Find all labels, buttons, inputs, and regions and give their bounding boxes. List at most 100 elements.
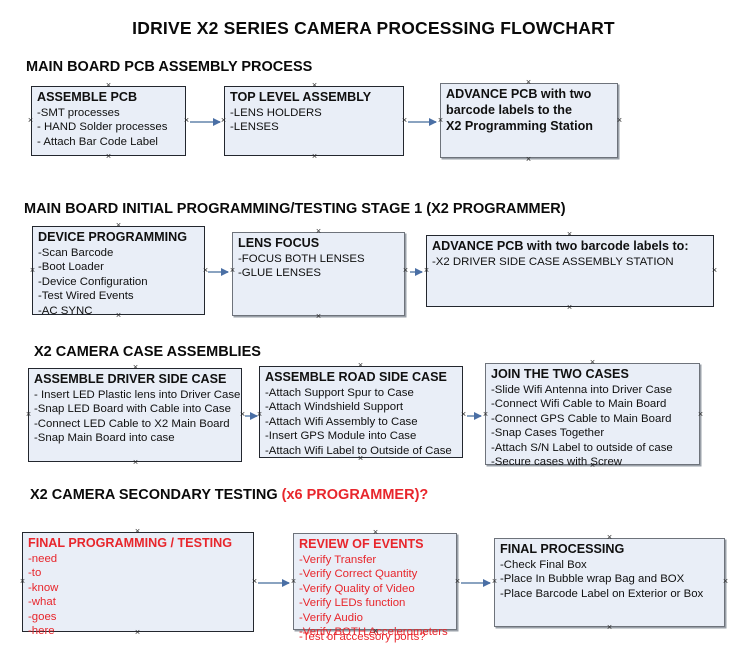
resize-handle-left[interactable] bbox=[27, 117, 34, 124]
node-line: -Place Barcode Label on Exterior or Box bbox=[500, 587, 704, 600]
resize-handle-right[interactable] bbox=[251, 578, 258, 585]
resize-handle-left[interactable] bbox=[229, 267, 236, 274]
node-line: -Connect Wifi Cable to Main Board bbox=[491, 398, 667, 411]
resize-handle-left[interactable] bbox=[25, 411, 32, 418]
node-title: FINAL PROGRAMMING / TESTING bbox=[28, 536, 233, 550]
resize-handle-left[interactable] bbox=[256, 411, 263, 418]
node-line: - Attach Bar Code Label bbox=[37, 135, 158, 148]
node-overflow-line: -Test of accessory ports? bbox=[299, 630, 426, 643]
page-title: IDRIVE X2 SERIES CAMERA PROCESSING FLOWC… bbox=[132, 18, 615, 38]
resize-handle-top[interactable] bbox=[134, 528, 141, 535]
node-line: -here bbox=[28, 625, 55, 638]
node-title: ADVANCE PCB with two bbox=[446, 87, 592, 101]
node-line: -Slide Wifi Antenna into Driver Case bbox=[491, 384, 673, 396]
node-line: -GLUE LENSES bbox=[238, 267, 321, 280]
resize-handle-bottom[interactable] bbox=[589, 462, 596, 469]
resize-handle-bottom[interactable] bbox=[606, 624, 613, 631]
node-line: -FOCUS BOTH LENSES bbox=[238, 253, 365, 265]
node-line: -goes bbox=[28, 610, 57, 623]
connector-arrow-4a bbox=[258, 578, 290, 587]
node-title: JOIN THE TWO CASES bbox=[491, 367, 629, 381]
resize-handle-top[interactable] bbox=[315, 228, 322, 235]
resize-handle-top[interactable] bbox=[357, 362, 364, 369]
node-title: REVIEW OF EVENTS bbox=[299, 537, 424, 551]
node-final-programming-testing[interactable]: FINAL PROGRAMMING / TESTING -need -to -k… bbox=[22, 532, 254, 637]
node-line: -to bbox=[28, 567, 42, 580]
resize-handle-left[interactable] bbox=[423, 267, 430, 274]
node-final-processing[interactable]: FINAL PROCESSING -Check Final Box -Place… bbox=[494, 538, 725, 627]
node-assemble-road-side-case[interactable]: ASSEMBLE ROAD SIDE CASE -Attach Support … bbox=[259, 366, 463, 458]
resize-handle-top[interactable] bbox=[589, 359, 596, 366]
resize-handle-left[interactable] bbox=[290, 578, 297, 585]
resize-handle-right[interactable] bbox=[722, 578, 729, 585]
node-line: - HAND Solder processes bbox=[37, 121, 168, 134]
node-line: -Connect GPS Cable to Main Board bbox=[491, 412, 672, 425]
connector-arrow-4b bbox=[461, 578, 491, 587]
resize-handle-left[interactable] bbox=[29, 267, 36, 274]
node-assemble-driver-side-case[interactable]: ASSEMBLE DRIVER SIDE CASE - Insert LED P… bbox=[28, 368, 242, 462]
resize-handle-bottom[interactable] bbox=[134, 629, 141, 636]
resize-handle-bottom[interactable] bbox=[132, 459, 139, 466]
resize-handle-right[interactable] bbox=[616, 117, 623, 124]
resize-handle-left[interactable] bbox=[19, 578, 26, 585]
section-heading-4-accent: (x6 PROGRAMMER)? bbox=[281, 487, 429, 503]
node-title: ASSEMBLE PCB bbox=[37, 90, 138, 104]
resize-handle-right[interactable] bbox=[402, 267, 409, 274]
resize-handle-bottom[interactable] bbox=[311, 153, 318, 160]
resize-handle-left[interactable] bbox=[437, 117, 444, 124]
node-title: ASSEMBLE ROAD SIDE CASE bbox=[265, 370, 447, 384]
resize-handle-right[interactable] bbox=[697, 411, 704, 418]
section-heading-1: MAIN BOARD PCB ASSEMBLY PROCESS bbox=[26, 59, 312, 75]
node-line: -Test Wired Events bbox=[38, 290, 134, 303]
node-title-line3: X2 Programming Station bbox=[446, 119, 593, 133]
node-top-level-assembly[interactable]: TOP LEVEL ASSEMBLY -LENS HOLDERS -LENSES bbox=[224, 86, 404, 156]
node-line: -SMT processes bbox=[37, 107, 120, 119]
node-device-programming[interactable]: DEVICE PROGRAMMING -Scan Barcode -Boot L… bbox=[32, 226, 205, 317]
node-title: DEVICE PROGRAMMING bbox=[38, 230, 188, 244]
node-review-of-events[interactable]: REVIEW OF EVENTS -Verify Transfer -Verif… bbox=[293, 533, 457, 643]
node-title: LENS FOCUS bbox=[238, 236, 320, 250]
resize-handle-bottom[interactable] bbox=[315, 313, 322, 320]
node-join-the-two-cases[interactable]: JOIN THE TWO CASES -Slide Wifi Antenna i… bbox=[485, 363, 700, 468]
node-line: -what bbox=[28, 596, 56, 609]
node-title: ASSEMBLE DRIVER SIDE CASE bbox=[34, 372, 227, 386]
resize-handle-right[interactable] bbox=[711, 267, 718, 274]
node-lens-focus[interactable]: LENS FOCUS -FOCUS BOTH LENSES -GLUE LENS… bbox=[232, 232, 405, 316]
node-line: -Check Final Box bbox=[500, 559, 587, 571]
node-line: -AC SYNC bbox=[38, 304, 93, 317]
resize-handle-top[interactable] bbox=[132, 364, 139, 371]
resize-handle-left[interactable] bbox=[220, 117, 227, 124]
resize-handle-top[interactable] bbox=[372, 529, 379, 536]
node-title: TOP LEVEL ASSEMBLY bbox=[230, 90, 372, 104]
node-assemble-pcb[interactable]: ASSEMBLE PCB -SMT processes - HAND Solde… bbox=[31, 86, 186, 156]
section-heading-2: MAIN BOARD INITIAL PROGRAMMING/TESTING S… bbox=[24, 201, 566, 217]
resize-handle-bottom[interactable] bbox=[115, 312, 122, 319]
resize-handle-bottom[interactable] bbox=[357, 455, 364, 462]
node-line: -Verify Audio bbox=[299, 611, 363, 624]
resize-handle-top[interactable] bbox=[566, 231, 573, 238]
resize-handle-left[interactable] bbox=[482, 411, 489, 418]
node-advance-pcb-driver-side[interactable]: ADVANCE PCB with two barcode labels to: … bbox=[426, 235, 714, 307]
resize-handle-top[interactable] bbox=[525, 79, 532, 86]
resize-handle-right[interactable] bbox=[460, 411, 467, 418]
resize-handle-right[interactable] bbox=[401, 117, 408, 124]
node-line: -Device Configuration bbox=[38, 275, 148, 288]
resize-handle-bottom[interactable] bbox=[525, 156, 532, 163]
resize-handle-right[interactable] bbox=[183, 117, 190, 124]
resize-handle-bottom[interactable] bbox=[372, 628, 379, 635]
connector-arrow-2b bbox=[410, 267, 423, 276]
resize-handle-right[interactable] bbox=[454, 578, 461, 585]
node-line: -Snap Cases Together bbox=[491, 427, 605, 440]
node-line: -Verify Transfer bbox=[299, 554, 377, 566]
resize-handle-left[interactable] bbox=[491, 578, 498, 585]
node-advance-pcb-programming-station[interactable]: ADVANCE PCB with two barcode labels to t… bbox=[440, 83, 618, 158]
resize-handle-top[interactable] bbox=[105, 82, 112, 89]
node-title: FINAL PROCESSING bbox=[500, 542, 625, 556]
resize-handle-bottom[interactable] bbox=[105, 153, 112, 160]
resize-handle-top[interactable] bbox=[115, 222, 122, 229]
resize-handle-top[interactable] bbox=[311, 82, 318, 89]
resize-handle-top[interactable] bbox=[606, 534, 613, 541]
node-line: -know bbox=[28, 581, 59, 594]
node-line: -Verify LEDs function bbox=[299, 597, 406, 610]
resize-handle-bottom[interactable] bbox=[566, 304, 573, 311]
